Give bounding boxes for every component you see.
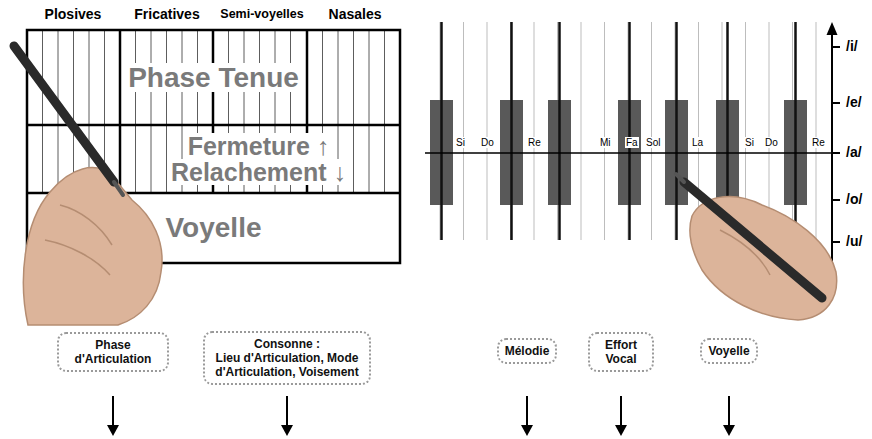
arrowhead [281, 425, 293, 436]
key-line [534, 22, 535, 240]
vowel-label: /i/ [845, 39, 859, 54]
vowel-label: /o/ [845, 192, 863, 207]
note-name: Mi [599, 137, 612, 148]
grid-line [73, 30, 74, 193]
stylus-tip [676, 174, 684, 182]
key-line [651, 22, 652, 240]
down-arrow [526, 396, 528, 428]
arrowhead [107, 425, 119, 436]
column-header: Nasales [328, 7, 383, 22]
key-center-line [675, 22, 678, 240]
key-line [463, 22, 464, 240]
column-header: Plosives [44, 7, 103, 22]
grid-line [42, 30, 43, 193]
phase-label: Voyelle [162, 213, 266, 242]
parameter-label: Mélodie [505, 344, 550, 358]
note-name: Re [811, 137, 826, 148]
axis-tick [832, 102, 840, 104]
vowel-axis [827, 22, 841, 274]
axis-tick [832, 241, 840, 243]
arrowhead [521, 425, 533, 436]
note-name: Sol [645, 137, 661, 148]
note-name: Re [527, 137, 542, 148]
axis-arrowhead [827, 22, 838, 35]
phase-band: Fermeture ↑Relachement ↓ [27, 125, 400, 193]
piano-keyboard [425, 22, 832, 240]
vowel-label: /e/ [845, 95, 863, 110]
parameter-label: Phase d'Articulation [65, 338, 161, 366]
key-center-line [628, 22, 631, 240]
key-line [487, 22, 488, 240]
output-arrows [107, 396, 735, 436]
grid-line [353, 30, 354, 193]
key-center-line [794, 22, 797, 240]
note-name: Fa [625, 137, 639, 148]
note-name: La [691, 137, 704, 148]
parameter-box: Consonne :Lieu d'Articulation, Mode d'Ar… [203, 331, 371, 385]
parameter-box: Voyelle [700, 338, 757, 364]
grid-line [135, 30, 136, 193]
parameter-label: Consonne : [211, 337, 363, 351]
finger-crease [60, 205, 112, 245]
grid-column-line [119, 30, 122, 193]
finger-crease [45, 240, 110, 275]
vowel-label: /u/ [845, 234, 863, 249]
note-name: Si [455, 137, 466, 148]
down-arrow [286, 396, 288, 428]
arrowhead [723, 425, 735, 436]
key-center-line [440, 22, 443, 240]
column-header: Fricatives [133, 7, 200, 22]
key-line [604, 22, 605, 240]
phase-band: Phase Tenue [27, 30, 400, 125]
hand [690, 197, 837, 320]
parameter-box: Mélodie [497, 338, 558, 364]
column-header: Semi-voyelles [219, 8, 304, 22]
grid-line [369, 30, 370, 193]
note-name: Si [744, 137, 755, 148]
stylus [14, 46, 114, 182]
phase-label: Relachement ↓ [167, 159, 350, 185]
phase-label: Phase Tenue [124, 63, 303, 92]
phase-label: Fermeture ↑ [184, 133, 334, 159]
stylus [684, 182, 822, 298]
down-arrow [620, 396, 622, 428]
grid-line [151, 30, 152, 193]
key-center-line [558, 22, 561, 240]
vowel-label: /a/ [845, 145, 863, 160]
phase-band: Voyelle [27, 193, 400, 263]
key-line [581, 22, 582, 240]
pitch-line [425, 152, 832, 154]
note-name: Do [764, 137, 779, 148]
hand-with-stylus [676, 174, 837, 320]
parameter-box: Effort Vocal [588, 332, 654, 372]
axis-tick [832, 199, 840, 201]
key-center-line [510, 22, 513, 240]
parameter-label: Voyelle [708, 344, 749, 358]
parameter-label: Lieu d'Articulation, Mode d'Articulation… [211, 351, 363, 379]
parameter-label: Effort Vocal [596, 338, 646, 366]
grid-line [384, 30, 385, 193]
arrowhead [615, 425, 627, 436]
down-arrow [728, 396, 730, 428]
hand [23, 168, 162, 325]
axis-tick [832, 46, 840, 48]
note-name: Do [480, 137, 495, 148]
down-arrow [112, 396, 114, 428]
key-line [816, 22, 817, 240]
axis-tick [832, 152, 840, 154]
parameter-box: Phase d'Articulation [57, 332, 169, 372]
stylus-tip [114, 182, 123, 195]
